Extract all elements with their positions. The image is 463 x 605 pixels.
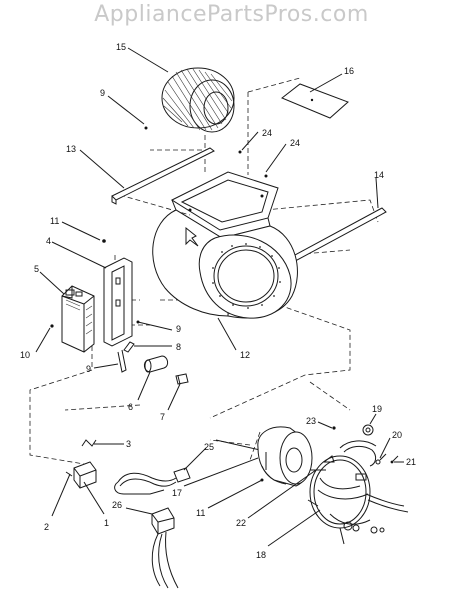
motor-plug — [151, 507, 179, 589]
callout-5: 5 — [34, 264, 39, 274]
run-capacitor — [143, 355, 169, 373]
blower-housing — [152, 171, 298, 319]
watermark: AppliancePartsPros.com — [94, 2, 369, 27]
callout-24-second: 24 — [290, 138, 300, 148]
callout-21: 21 — [406, 457, 416, 467]
callout-11-motor: 11 — [196, 508, 205, 518]
callout-9-housing: 9 — [176, 324, 181, 334]
callout-12: 12 — [240, 350, 250, 360]
callout-26: 26 — [112, 500, 122, 510]
leader-lines — [35, 47, 404, 547]
callout-16: 16 — [344, 66, 354, 76]
terminal-block — [65, 461, 97, 489]
callout-9-bracket: 9 — [86, 364, 91, 374]
callout-8: 8 — [176, 342, 181, 352]
control-board-box — [50, 285, 95, 353]
callout-24: 24 — [262, 128, 272, 138]
callout-25: 25 — [204, 442, 214, 452]
leg-screw — [375, 453, 387, 465]
callout-3: 3 — [126, 439, 131, 449]
callout-20: 20 — [392, 430, 402, 440]
cutoff-plate — [281, 83, 349, 119]
callout-10: 10 — [20, 350, 30, 360]
blower-motor — [215, 426, 313, 487]
screws — [136, 126, 268, 482]
capacitor-strap — [117, 341, 135, 373]
blower-wheel — [161, 67, 235, 133]
capacitor-boot — [175, 373, 189, 385]
callout-17: 17 — [172, 488, 182, 498]
callout-23: 23 — [306, 416, 316, 426]
wire-harness — [114, 467, 191, 495]
callout-4: 4 — [46, 236, 51, 246]
bolt — [332, 426, 336, 430]
callout-13: 13 — [66, 144, 76, 154]
side-rail-left — [111, 147, 215, 205]
callout-18: 18 — [256, 550, 266, 560]
motor-mount-ring — [307, 455, 409, 545]
callout-15: 15 — [116, 42, 126, 52]
ground-wire — [81, 439, 97, 447]
side-rail-right — [281, 207, 387, 273]
grommet — [362, 424, 374, 436]
ground-screw — [390, 455, 399, 464]
callout-labels: 15 16 9 24 24 13 14 11 4 5 10 9 8 12 9 6… — [20, 42, 416, 560]
callout-2: 2 — [44, 522, 49, 532]
callout-22: 22 — [236, 518, 246, 528]
mounting-leg — [339, 440, 377, 467]
callout-6: 6 — [128, 402, 133, 412]
control-mounting-bracket — [102, 239, 133, 347]
callout-14: 14 — [374, 170, 384, 180]
callout-9: 9 — [100, 88, 105, 98]
callout-19: 19 — [372, 404, 382, 414]
callout-7: 7 — [160, 412, 165, 422]
callout-1: 1 — [104, 518, 109, 528]
callout-11: 11 — [50, 216, 59, 226]
